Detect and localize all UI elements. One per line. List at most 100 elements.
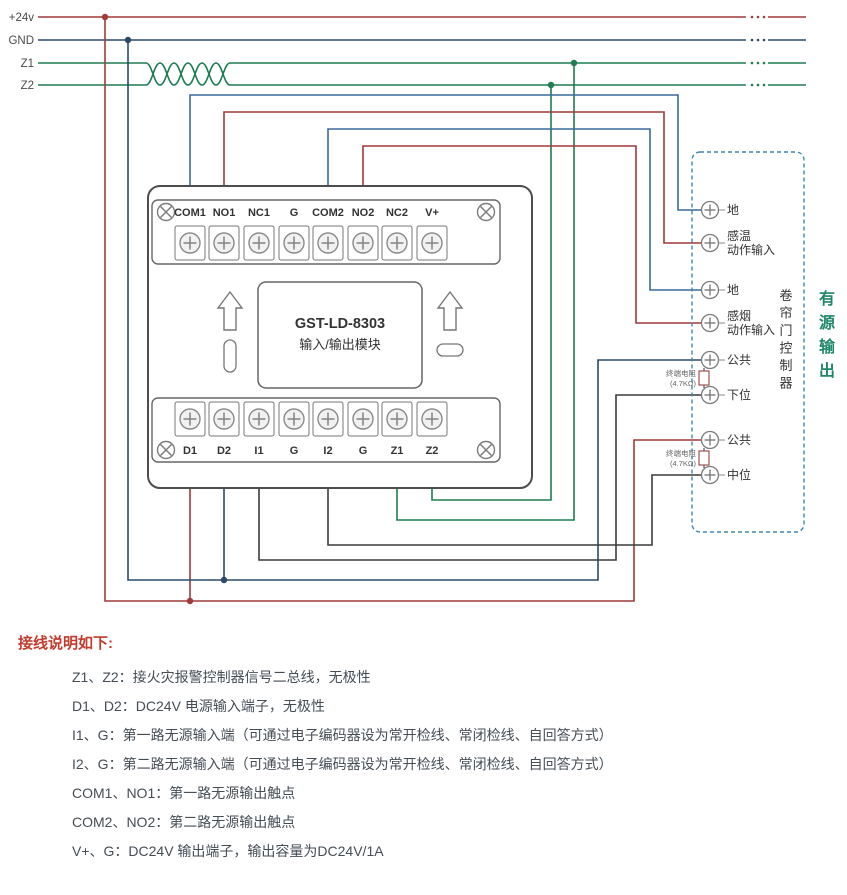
screw-terminal-icon — [700, 280, 720, 300]
screw-terminal-icon — [283, 232, 305, 254]
junction-dot — [220, 576, 228, 584]
module-model: GST-LD-8303 — [295, 316, 385, 332]
up-arrow-icon — [436, 290, 464, 331]
terminal-label: G — [359, 445, 368, 457]
screw-terminal-icon — [700, 385, 720, 405]
terminal-label: NC1 — [248, 207, 270, 219]
mounting-screw-icon — [156, 202, 176, 222]
note-line: V+、G：DC24V 输出端子，输出容量为DC24V/1A — [72, 843, 384, 859]
controller-terminal-label: 动作输入 — [727, 242, 775, 257]
screw-terminal-icon — [700, 313, 720, 333]
junction-dot — [124, 36, 132, 44]
wiring-notes: 接线说明如下: Z1、Z2：接火灾报警控制器信号二总线，无极性 D1、D2：DC… — [18, 632, 830, 866]
screw-terminal-icon — [700, 430, 720, 450]
screw-terminal-icon — [352, 408, 374, 430]
screw-terminal-icon — [179, 232, 201, 254]
controller-outline — [691, 151, 805, 533]
terminal-resistor: 终端电阻 (4.7KΩ) — [666, 368, 710, 388]
note-line: COM1、NO1：第一路无源输出触点 — [72, 785, 296, 801]
junction-dot — [547, 81, 555, 89]
notes-heading: 接线说明如下: — [18, 635, 113, 652]
resistor-value: (4.7KΩ) — [670, 379, 697, 388]
terminal-leader-lines — [719, 209, 725, 476]
resistor-name: 终端电阻 — [666, 368, 696, 378]
note-line: I2、G：第二路无源输入端（可通过电子编码器设为常开检线、常闭检线、自回答方式） — [72, 756, 613, 772]
screw-terminal-icon — [386, 408, 408, 430]
screw-terminal-icon — [179, 408, 201, 430]
screw-terminal-icon — [248, 232, 270, 254]
active-output-label: 有源输出 — [819, 289, 836, 380]
terminal-label: NO1 — [213, 207, 236, 219]
bus-label-24v: +24v — [9, 12, 35, 24]
mounting-screw-icon — [156, 440, 176, 460]
controller-terminal-label: 公共 — [727, 353, 751, 367]
module-bottom-terminal-strip: D1 D2 I1 G I2 G Z1 Z2 — [151, 397, 501, 463]
screw-terminal-icon — [700, 465, 720, 485]
controller-terminal-label: 感烟 — [727, 308, 751, 323]
screw-terminal-icon — [317, 408, 339, 430]
io-module: COM1 NO1 NC1 G COM2 NO2 NC2 V+ — [147, 185, 533, 489]
terminal-label: COM2 — [312, 207, 344, 219]
terminal-label: D2 — [217, 445, 231, 457]
wire-com1-to-ground1 — [189, 94, 701, 211]
note-line: I1、G：第一路无源输入端（可通过电子编码器设为常开检线、常闭检线、自回答方式） — [72, 727, 613, 743]
screw-terminal-icon — [213, 232, 235, 254]
wire-24v-drop — [104, 17, 701, 602]
screw-terminal-icon — [386, 232, 408, 254]
terminal-label: Z2 — [426, 445, 439, 457]
wire-no1-to-temp-input — [223, 111, 701, 244]
door-controller: 地 感温 动作输入 地 感烟 动作输入 公共 下位 公共 中位 终端电阻 (4.… — [666, 151, 805, 533]
bus-label-gnd: GND — [8, 35, 34, 47]
screw-terminal-icon — [421, 232, 443, 254]
controller-terminal-label: 感温 — [727, 228, 751, 243]
wire-i2-to-middle-position — [327, 474, 701, 546]
note-line: Z1、Z2：接火灾报警控制器信号二总线，无极性 — [72, 669, 371, 685]
bus-label-z1: Z1 — [21, 58, 34, 70]
power-bus-lines: +24v GND Z1 Z2 — [8, 12, 806, 92]
screw-terminal-icon — [213, 408, 235, 430]
module-type-label: 输入/输出模块 — [299, 337, 381, 352]
junction-dots — [101, 13, 578, 605]
mounting-screw-icon — [476, 440, 496, 460]
junction-dot — [186, 597, 194, 605]
controller-terminal-label: 下位 — [727, 387, 751, 402]
mounting-slot — [223, 339, 237, 373]
terminal-label: I2 — [323, 445, 332, 457]
screw-terminal-icon — [421, 408, 443, 430]
wire-z1-bus — [38, 62, 806, 86]
controller-terminal-label: 动作输入 — [727, 322, 775, 337]
wire-com2-to-ground2 — [327, 128, 701, 291]
terminal-label: G — [290, 445, 299, 457]
terminal-resistor: 终端电阻 (4.7KΩ) — [666, 448, 710, 468]
mounting-slot — [436, 343, 464, 357]
controller-terminal-label: 地 — [727, 203, 739, 217]
wire-gnd-drop — [127, 40, 701, 581]
wiring-diagram: +24v GND Z1 Z2 — [8, 12, 836, 605]
terminal-label: COM1 — [174, 207, 206, 219]
controller-title: 卷帘门控制器 — [779, 288, 792, 391]
bus-label-z2: Z2 — [21, 80, 34, 92]
junction-dot — [570, 59, 578, 67]
terminal-label: G — [290, 207, 299, 219]
terminal-label: NC2 — [386, 207, 408, 219]
terminal-label: I1 — [254, 445, 263, 457]
screw-terminal-icon — [700, 350, 720, 370]
screw-terminal-icon — [248, 408, 270, 430]
screw-terminal-icon — [352, 232, 374, 254]
wire-no2-to-smoke-input — [362, 145, 701, 324]
controller-terminal-label: 地 — [727, 283, 739, 297]
note-line: D1、D2：DC24V 电源输入端子，无极性 — [72, 698, 325, 714]
screw-terminal-icon — [700, 233, 720, 253]
module-top-terminal-strip: COM1 NO1 NC1 G COM2 NO2 NC2 V+ — [151, 199, 501, 265]
screw-terminal-icon — [700, 200, 720, 220]
wire-z2-to-module — [431, 85, 552, 501]
wiring — [104, 17, 701, 602]
up-arrow-icon — [216, 290, 244, 331]
wire-i1-to-lower-position — [258, 394, 701, 561]
bus-break-marks — [750, 15, 766, 87]
resistor-value: (4.7KΩ) — [670, 459, 697, 468]
note-line: COM2、NO2：第二路无源输出触点 — [72, 814, 296, 830]
wire-z2-bus — [38, 62, 806, 86]
resistor-name: 终端电阻 — [666, 448, 696, 458]
controller-terminal-label: 公共 — [727, 433, 751, 447]
